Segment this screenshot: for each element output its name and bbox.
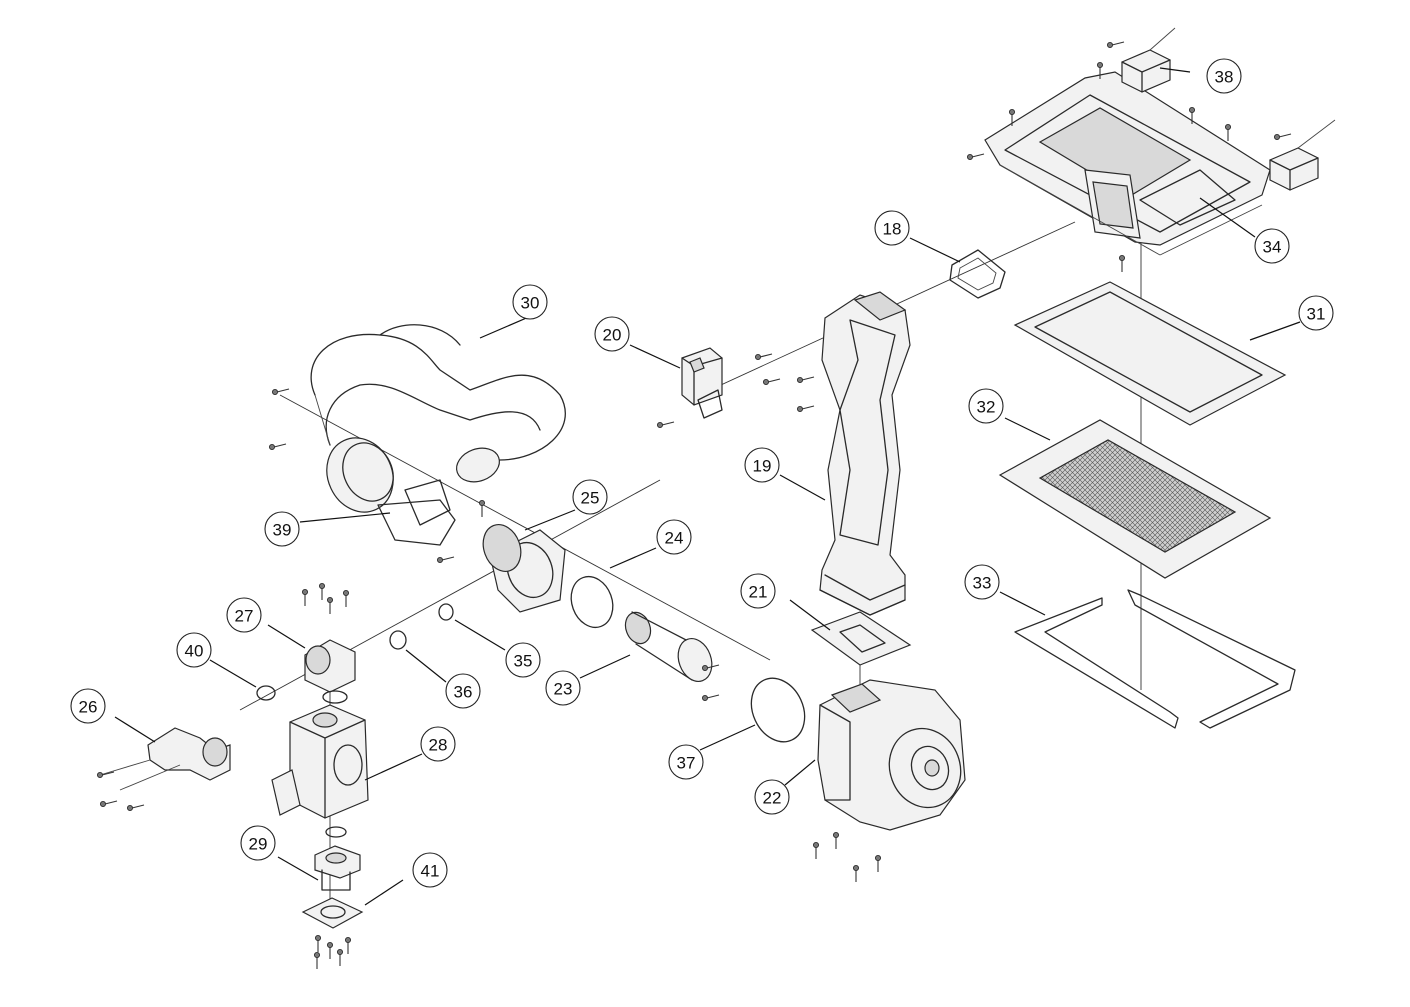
callout-label: 20	[603, 326, 622, 345]
callout-label: 25	[581, 489, 600, 508]
callout-label: 41	[421, 862, 440, 881]
callout-label: 37	[677, 754, 696, 773]
air-hose-30	[310, 324, 566, 483]
callout-26: 26	[70, 688, 106, 724]
callout-label: 36	[454, 683, 473, 702]
callout-label: 29	[249, 835, 268, 854]
elbow-27	[301, 582, 356, 693]
callout-40: 40	[176, 632, 212, 668]
callout-32: 32	[968, 388, 1004, 424]
callout-label: 28	[429, 736, 448, 755]
callout-31: 31	[1298, 295, 1334, 331]
gasket-41	[301, 897, 364, 970]
callout-34: 34	[1254, 228, 1290, 264]
o-ring-40	[256, 685, 276, 701]
callout-23: 23	[545, 670, 581, 706]
callout-25: 25	[572, 479, 608, 515]
adapter-39	[268, 388, 456, 546]
callout-label: 27	[235, 607, 254, 626]
callout-24: 24	[656, 519, 692, 555]
fan-22	[812, 679, 966, 883]
callout-label: 30	[521, 294, 540, 313]
callout-28: 28	[420, 726, 456, 762]
callout-19: 19	[744, 447, 780, 483]
callout-label: 38	[1215, 68, 1234, 87]
callout-37: 37	[668, 744, 704, 780]
callout-label: 34	[1263, 238, 1282, 257]
callout-label: 18	[883, 220, 902, 239]
mixing-chamber-19	[754, 291, 911, 616]
callout-22: 22	[754, 779, 790, 815]
bracket-38	[1096, 27, 1336, 191]
o-ring-37	[750, 677, 806, 743]
o-ring-24	[570, 575, 614, 629]
callout-35: 35	[505, 642, 541, 678]
flange-25	[436, 499, 566, 613]
callout-label: 26	[79, 698, 98, 717]
gasket-21	[810, 611, 912, 666]
callout-label: 39	[273, 521, 292, 540]
callouts: 38 34 18 31 32 33 30 20	[70, 58, 1334, 906]
callout-label: 19	[753, 457, 772, 476]
gasket-33	[1014, 589, 1296, 729]
callout-label: 33	[973, 574, 992, 593]
gas-inlet-29	[314, 826, 361, 891]
venturi-pipe-23	[624, 611, 720, 702]
callout-label: 21	[749, 583, 768, 602]
callout-39: 39	[264, 511, 300, 547]
gas-pipe-26	[96, 727, 231, 812]
callout-label: 24	[665, 529, 684, 548]
callout-30: 30	[512, 284, 548, 320]
callout-38: 38	[1206, 58, 1242, 94]
callout-label: 35	[514, 652, 533, 671]
callout-label: 31	[1307, 305, 1326, 324]
callout-label: 22	[763, 789, 782, 808]
burner-cover-34	[966, 71, 1271, 273]
gasket-18	[949, 249, 1006, 299]
callout-27: 27	[226, 597, 262, 633]
gasket-31	[1013, 281, 1287, 426]
callout-21: 21	[740, 573, 776, 609]
callout-label: 32	[977, 398, 996, 417]
callout-20: 20	[594, 316, 630, 352]
callout-36: 36	[445, 673, 481, 709]
burner-mesh-32	[998, 419, 1272, 579]
callout-label: 40	[185, 642, 204, 661]
callout-33: 33	[964, 564, 1000, 600]
gas-valve-28	[271, 690, 369, 819]
callout-label: 23	[554, 680, 573, 699]
ignition-transformer-20	[656, 347, 723, 429]
assembly-axis-lines	[239, 221, 1142, 900]
callout-18: 18	[874, 210, 910, 246]
callout-41: 41	[412, 852, 448, 888]
callout-29: 29	[240, 825, 276, 861]
o-ring-36	[389, 630, 407, 650]
washer-35	[438, 603, 454, 621]
